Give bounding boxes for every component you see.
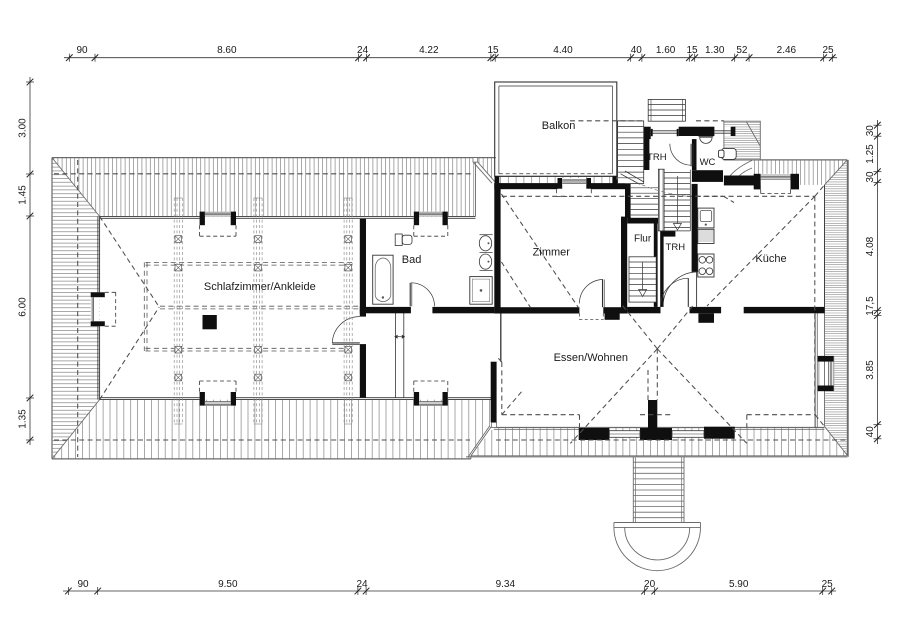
- svg-text:5.90: 5.90: [729, 579, 749, 590]
- svg-text:Essen/Wohnen: Essen/Wohnen: [554, 352, 628, 364]
- svg-text:40: 40: [631, 45, 643, 56]
- svg-text:24: 24: [357, 45, 369, 56]
- svg-text:25: 25: [822, 45, 834, 56]
- svg-text:TRH: TRH: [647, 152, 667, 163]
- svg-text:Küche: Küche: [755, 253, 786, 265]
- svg-text:4.40: 4.40: [553, 45, 573, 56]
- svg-text:24: 24: [356, 579, 368, 590]
- svg-text:3.00: 3.00: [18, 118, 29, 138]
- svg-text:1.25: 1.25: [865, 144, 876, 164]
- svg-text:Zimmer: Zimmer: [533, 247, 571, 259]
- svg-text:3.85: 3.85: [865, 360, 876, 380]
- svg-text:4.22: 4.22: [419, 45, 439, 56]
- svg-text:WC: WC: [700, 157, 716, 168]
- svg-text:30: 30: [865, 125, 876, 137]
- svg-text:9.34: 9.34: [496, 579, 516, 590]
- svg-text:20: 20: [644, 579, 656, 590]
- svg-text:17,5: 17,5: [865, 296, 876, 316]
- svg-text:25: 25: [822, 579, 834, 590]
- svg-text:TRH: TRH: [666, 242, 686, 253]
- svg-text:15: 15: [487, 45, 499, 56]
- svg-text:40: 40: [865, 426, 876, 438]
- svg-text:2.46: 2.46: [777, 45, 797, 56]
- svg-text:8.60: 8.60: [217, 45, 237, 56]
- svg-text:4.08: 4.08: [865, 236, 876, 256]
- svg-text:6.00: 6.00: [18, 297, 29, 317]
- svg-text:Flur: Flur: [634, 234, 652, 245]
- svg-text:Balkon: Balkon: [542, 120, 576, 132]
- svg-text:1.35: 1.35: [18, 409, 29, 429]
- svg-text:Schlafzimmer/Ankleide: Schlafzimmer/Ankleide: [204, 281, 316, 293]
- svg-text:90: 90: [77, 579, 89, 590]
- svg-text:30: 30: [865, 171, 876, 183]
- svg-text:15: 15: [686, 45, 698, 56]
- svg-text:52: 52: [736, 45, 748, 56]
- svg-text:Bad: Bad: [402, 254, 422, 266]
- svg-text:9.50: 9.50: [218, 579, 238, 590]
- svg-text:90: 90: [76, 45, 88, 56]
- svg-text:1.30: 1.30: [705, 45, 725, 56]
- svg-text:1.45: 1.45: [18, 185, 29, 205]
- svg-text:1.60: 1.60: [656, 45, 676, 56]
